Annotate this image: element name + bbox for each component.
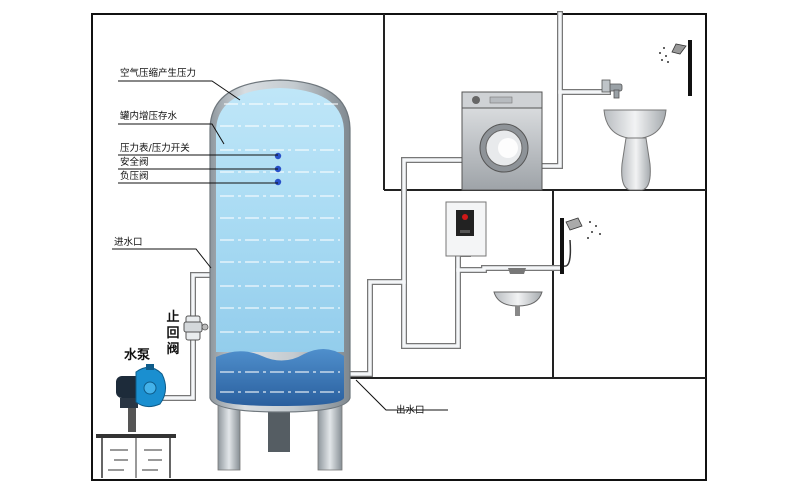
label-air-compression: 空气压缩产生压力 [120, 68, 197, 79]
label-water-outlet: 出水口 [396, 405, 425, 416]
label-water-inlet: 进水口 [114, 237, 143, 248]
lower-shower-head-icon [560, 217, 601, 274]
faucet-icon [601, 79, 623, 99]
water-stripes [220, 103, 340, 393]
label-pressure-gauge-switch: 压力表/压力开关 [120, 143, 190, 154]
label-safety-valve: 安全阀 [120, 157, 149, 168]
outer-frame [91, 13, 707, 481]
washing-machine-icon [461, 91, 543, 191]
negative-pressure-valve-dot [274, 178, 282, 186]
label-check-valve-char-3: 阀 [166, 342, 180, 357]
room-walls [347, 14, 706, 379]
check-valve-icon [183, 315, 209, 341]
pressure-gauge-dot [274, 152, 282, 160]
pressure-tank [209, 79, 351, 413]
label-pump: 水泵 [124, 348, 151, 363]
label-leaders [112, 80, 448, 411]
label-check-valve-char-2: 回 [166, 326, 180, 341]
shower-head-icon [659, 40, 692, 96]
label-negative-pressure-valve: 负压阀 [120, 171, 149, 182]
tank-water [216, 88, 344, 352]
wash-basin-icon [603, 109, 667, 191]
water-reservoir [96, 434, 176, 478]
sink-icon [493, 268, 543, 316]
water-heater-icon [445, 201, 487, 257]
label-check-valve: 止 回 阀 [166, 310, 180, 358]
label-tank-storage: 罐内增压存水 [120, 111, 178, 122]
label-check-valve-char-1: 止 [166, 310, 180, 325]
water-pump-icon [116, 364, 166, 432]
tank-legs [217, 399, 343, 471]
